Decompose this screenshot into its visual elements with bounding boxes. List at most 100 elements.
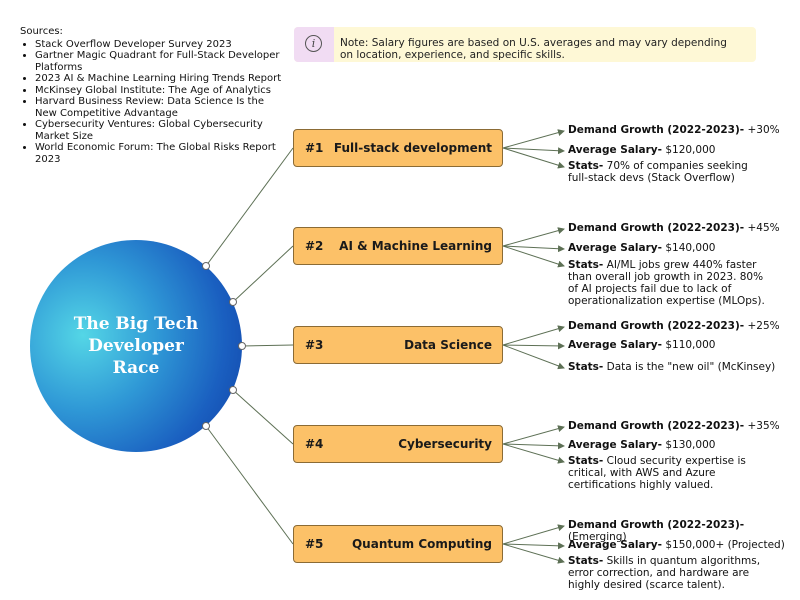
info-icon: i — [305, 35, 322, 52]
source-item: World Economic Forum: The Global Risks R… — [35, 142, 282, 165]
demand-growth-label: Demand Growth (2022-2023)- — [568, 222, 745, 234]
hub-circle: The Big Tech Developer Race — [30, 240, 242, 452]
demand-growth-label: Demand Growth (2022-2023)- — [568, 519, 745, 531]
average-salary-label: Average Salary- — [568, 439, 662, 451]
demand-growth-value: +30% — [744, 124, 780, 136]
salary-note: i Note: Salary figures are based on U.S.… — [294, 27, 756, 62]
average-salary-label: Average Salary- — [568, 242, 662, 254]
average-salary-value: $120,000 — [662, 144, 716, 156]
average-salary-stat: Average Salary- $120,000 — [568, 144, 796, 156]
category-to-stat-arrow — [502, 325, 565, 346]
sources-list: Sources: Stack Overflow Developer Survey… — [20, 26, 282, 165]
average-salary-value: $150,000+ (Projected) — [662, 539, 785, 551]
category-box-cybersecurity: #4 Cybersecurity — [293, 425, 503, 463]
hub-to-category-line — [205, 147, 294, 267]
source-item: Gartner Magic Quadrant for Full-Stack De… — [35, 50, 282, 73]
demand-growth-value: +35% — [744, 420, 780, 432]
category-rank: #2 — [305, 239, 324, 253]
category-to-stat-arrow — [502, 227, 565, 247]
category-rank: #1 — [305, 141, 324, 155]
source-item: Harvard Business Review: Data Science Is… — [35, 96, 282, 119]
demand-growth-label: Demand Growth (2022-2023)- — [568, 320, 745, 332]
category-to-stat-arrow — [502, 129, 565, 149]
category-to-stat-arrow — [502, 443, 565, 464]
average-salary-stat: Average Salary- $110,000 — [568, 339, 796, 351]
category-to-stat-arrow — [502, 344, 565, 370]
hub-to-category-line — [232, 389, 294, 445]
stats-value: AI/ML jobs grew 440% faster than overall… — [568, 259, 765, 307]
demand-growth-value: +25% — [744, 320, 780, 332]
hub-connector-dot — [229, 386, 237, 394]
category-to-stat-arrow — [502, 342, 565, 350]
stats-value: Skills in quantum algorithms, error corr… — [568, 555, 761, 591]
category-to-stat-arrow — [502, 245, 565, 253]
category-name: Data Science — [404, 338, 492, 352]
average-salary-label: Average Salary- — [568, 339, 662, 351]
category-to-stat-arrow — [502, 147, 565, 155]
average-salary-label: Average Salary- — [568, 539, 662, 551]
category-name: AI & Machine Learning — [339, 239, 492, 253]
note-icon-box: i — [294, 27, 334, 62]
category-to-stat-arrow — [502, 147, 565, 169]
demand-growth-label: Demand Growth (2022-2023)- — [568, 124, 745, 136]
category-to-stat-arrow — [502, 543, 565, 564]
stats-note: Stats- Data is the "new oil" (McKinsey) — [568, 361, 796, 373]
source-item: Cybersecurity Ventures: Global Cybersecu… — [35, 119, 282, 142]
demand-growth-value: (Emerging) — [568, 531, 627, 543]
category-to-stat-arrow — [502, 542, 565, 550]
category-to-stat-arrow — [502, 524, 565, 545]
category-name: Quantum Computing — [351, 537, 492, 551]
stats-label: Stats- — [568, 555, 604, 567]
average-salary-value: $140,000 — [662, 242, 716, 254]
category-name: Cybersecurity — [398, 437, 492, 451]
hub-connector-dot — [202, 262, 210, 270]
demand-growth-label: Demand Growth (2022-2023)- — [568, 420, 745, 432]
average-salary-label: Average Salary- — [568, 144, 662, 156]
hub-title: The Big Tech Developer Race — [73, 314, 199, 378]
demand-growth-stat: Demand Growth (2022-2023)- +30% — [568, 124, 796, 136]
note-text: Note: Salary figures are based on U.S. a… — [340, 37, 727, 61]
stats-note: Stats- Cloud security expertise is criti… — [568, 455, 780, 491]
demand-growth-stat: Demand Growth (2022-2023)- +45% — [568, 222, 796, 234]
stats-value: 70% of companies seeking full-stack devs… — [568, 160, 748, 184]
stats-value: Data is the "new oil" (McKinsey) — [603, 361, 776, 373]
average-salary-stat: Average Salary- $140,000 — [568, 242, 796, 254]
category-rank: #4 — [305, 437, 324, 451]
category-box-quantum: #5 Quantum Computing — [293, 525, 503, 563]
hub-to-category-line — [205, 425, 294, 545]
hub-connector-dot — [238, 342, 246, 350]
demand-growth-value: +45% — [744, 222, 780, 234]
source-item: Stack Overflow Developer Survey 2023 — [35, 39, 282, 51]
demand-growth-stat: Demand Growth (2022-2023)- +25% — [568, 320, 796, 332]
hub-connector-dot — [229, 298, 237, 306]
average-salary-stat: Average Salary- $130,000 — [568, 439, 796, 451]
hub-connector-dot — [202, 422, 210, 430]
stats-label: Stats- — [568, 455, 604, 467]
demand-growth-stat: Demand Growth (2022-2023)- +35% — [568, 420, 796, 432]
source-item: 2023 AI & Machine Learning Hiring Trends… — [35, 73, 282, 85]
hub-to-category-line — [241, 344, 294, 347]
stats-label: Stats- — [568, 259, 604, 271]
category-box-data-science: #3 Data Science — [293, 326, 503, 364]
sources-title: Sources: — [20, 26, 63, 37]
hub-to-category-line — [232, 245, 294, 303]
category-box-ai-ml: #2 AI & Machine Learning — [293, 227, 503, 265]
average-salary-value: $110,000 — [662, 339, 716, 351]
stats-label: Stats- — [568, 160, 604, 172]
category-box-full-stack: #1 Full-stack development — [293, 129, 503, 167]
source-item: McKinsey Global Institute: The Age of An… — [35, 85, 282, 97]
average-salary-value: $130,000 — [662, 439, 716, 451]
stats-note: Stats- Skills in quantum algorithms, err… — [568, 555, 778, 591]
stats-note: Stats- 70% of companies seeking full-sta… — [568, 160, 768, 184]
category-to-stat-arrow — [502, 442, 565, 450]
category-rank: #5 — [305, 537, 324, 551]
category-to-stat-arrow — [502, 245, 565, 268]
average-salary-stat: Average Salary- $150,000+ (Projected) — [568, 539, 796, 551]
stats-value: Cloud security expertise is critical, wi… — [568, 455, 746, 491]
demand-growth-stat: Demand Growth (2022-2023)- (Emerging) — [568, 519, 796, 543]
category-to-stat-arrow — [502, 425, 565, 445]
stats-note: Stats- AI/ML jobs grew 440% faster than … — [568, 259, 773, 307]
category-name: Full-stack development — [333, 141, 492, 155]
stats-label: Stats- — [568, 361, 604, 373]
category-rank: #3 — [305, 338, 324, 352]
